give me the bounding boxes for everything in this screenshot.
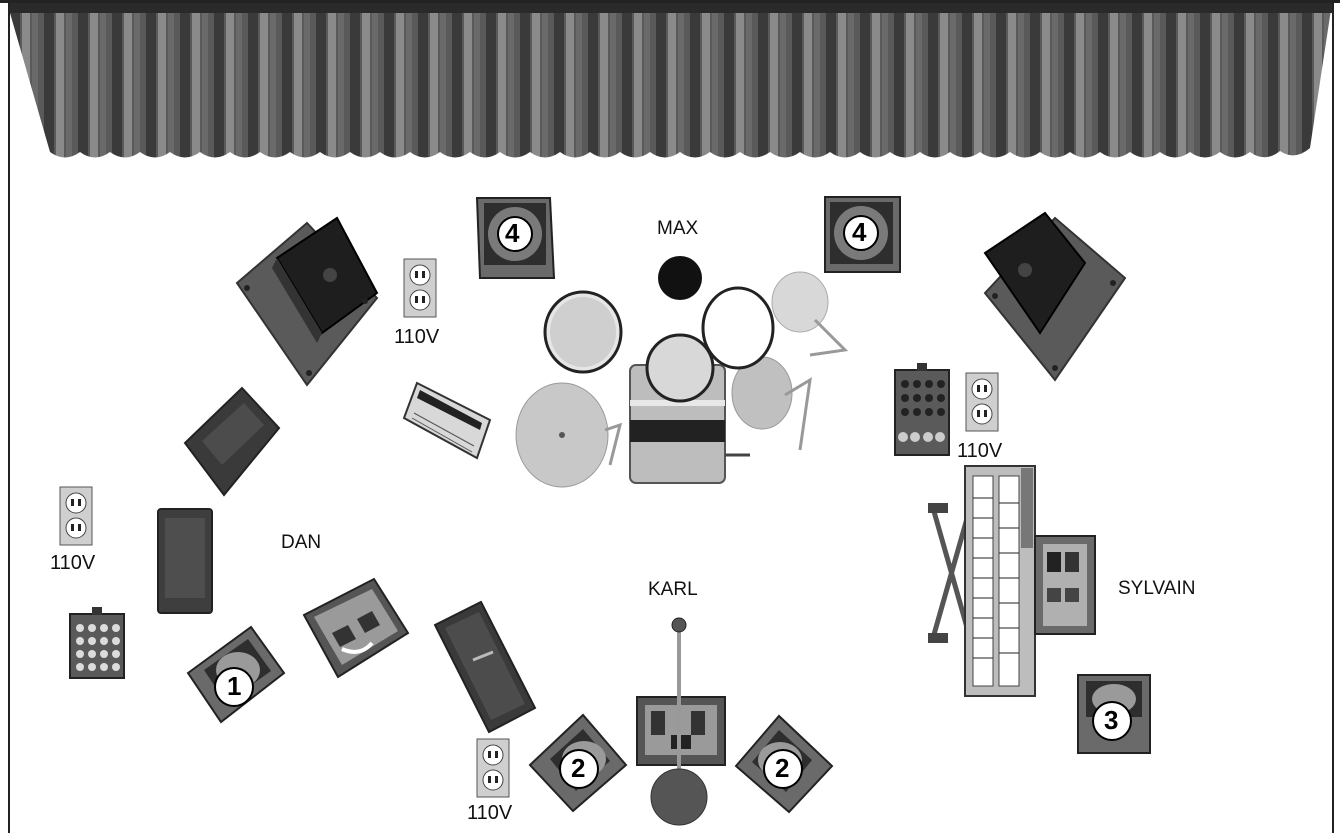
bass-amp-karl — [433, 600, 538, 735]
monitor-number-2-right: 2 — [775, 753, 789, 784]
musician-label-dan: DAN — [281, 532, 321, 554]
pedalboard-dan — [302, 577, 410, 681]
monitor-number-3: 3 — [1104, 705, 1118, 736]
guitar-amp-dan — [182, 383, 282, 498]
monitor-number-1: 1 — [227, 671, 241, 702]
power-label-3: 110V — [50, 552, 95, 575]
stage-box-right — [893, 362, 951, 457]
musician-label-max: MAX — [657, 218, 698, 240]
monitor-number-4-right: 4 — [852, 217, 866, 248]
bass-amp-dan — [155, 506, 215, 616]
monitor-number-4-left: 4 — [505, 218, 519, 249]
power-label-1: 110V — [394, 326, 439, 349]
musician-label-karl: KARL — [648, 579, 698, 601]
synth-keyboard — [402, 378, 492, 463]
musician-label-sylvain: SYLVAIN — [1118, 578, 1195, 600]
power-outlet-4 — [476, 738, 510, 798]
stage-curtain — [10, 3, 1332, 168]
frame-right — [1332, 0, 1334, 833]
keyboard-rig-sylvain — [925, 458, 1100, 698]
power-outlet-2 — [965, 372, 999, 432]
power-outlet-3 — [59, 486, 93, 546]
power-label-4: 110V — [467, 802, 512, 825]
pa-speaker-right — [980, 208, 1130, 383]
microphone-stand-karl — [650, 617, 708, 827]
drum-kit — [515, 250, 855, 495]
stage-box-left — [68, 606, 126, 681]
pa-speaker-left — [232, 213, 382, 388]
monitor-number-2-left: 2 — [571, 753, 585, 784]
power-outlet-1 — [403, 258, 437, 318]
